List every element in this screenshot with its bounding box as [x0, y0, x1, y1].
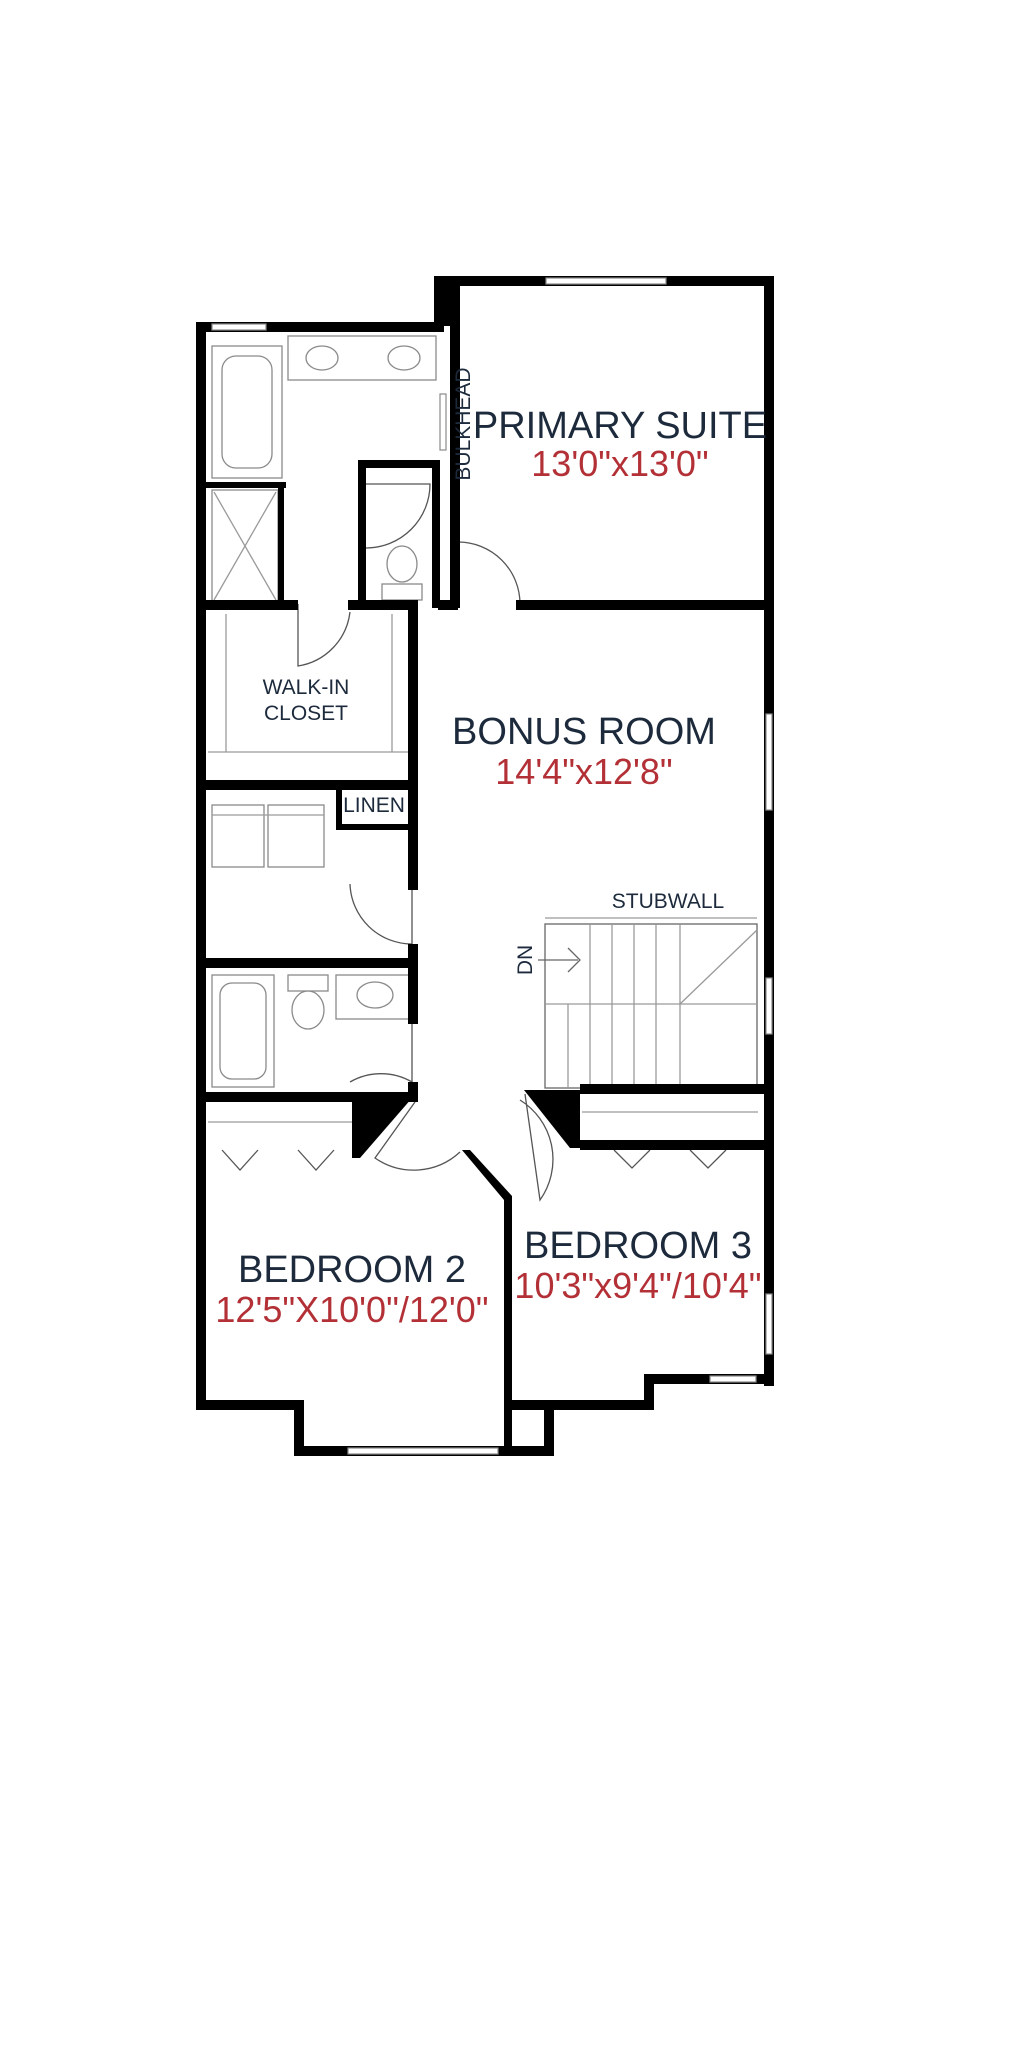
bedroom-3-closet-door-left — [613, 1149, 651, 1169]
bedroom-3-name: BEDROOM 3 — [524, 1225, 752, 1267]
bedroom-3-bottom-right-wall — [644, 1374, 774, 1384]
exterior-left-wall — [196, 322, 206, 1410]
stair-winder — [679, 929, 758, 1005]
window-primary-suite — [545, 277, 667, 285]
toilet-room-top-wall — [358, 460, 440, 468]
vanity-sink-left — [305, 345, 339, 371]
bonus-room-dimensions: 14'4"x12'8" — [495, 751, 672, 792]
windows — [211, 277, 773, 1455]
bedroom-2-bottom-wall-left — [196, 1400, 304, 1410]
window-bedroom-2 — [347, 1447, 499, 1455]
bath-bottom-wall — [206, 1092, 418, 1102]
laundry-door — [349, 883, 413, 945]
ensuite-toilet-bowl — [386, 545, 418, 583]
linen-wall — [336, 790, 342, 830]
bath-right-wall-low — [408, 1082, 418, 1098]
bedroom-2-closet-door-right — [297, 1149, 335, 1171]
exterior-right-wall — [764, 276, 774, 1386]
bulkhead-label: BULKHEAD — [452, 367, 475, 480]
linen-label: LINEN — [343, 794, 405, 817]
toilet-room-left-wall — [358, 460, 366, 608]
bedroom-2-dimensions: 12'5"X10'0"/12'0" — [215, 1289, 488, 1330]
bedroom-3-closet-wall — [580, 1140, 774, 1150]
bay-left-wall — [294, 1400, 304, 1456]
primary-suite-left-wall — [450, 286, 460, 608]
primary-suite-left-wall-top — [434, 276, 444, 330]
bedroom-2-closet-wedge — [352, 1098, 412, 1158]
window-stairs — [765, 977, 773, 1035]
bedroom-2-closet-door-left — [221, 1149, 259, 1171]
ensuite-bathtub-basin — [221, 355, 273, 469]
dryer — [267, 804, 325, 868]
primary-door-jamb — [438, 600, 458, 610]
shower-right-wall — [278, 482, 284, 606]
ensuite-top-wall — [196, 322, 444, 332]
window-bonus-room — [765, 713, 773, 811]
bedroom-3-dimensions: 10'3"x9'4"/10'4" — [514, 1265, 761, 1306]
toilet-room-right-wall — [432, 460, 440, 608]
vanity-sink-right — [387, 345, 421, 371]
primary-suite-door — [457, 541, 521, 605]
fixtures — [208, 335, 758, 1171]
main-bath-toilet-tank — [287, 974, 329, 992]
closet-door — [297, 604, 351, 667]
bedroom-3-jog-wall — [644, 1374, 654, 1410]
bedroom-2-door — [374, 1101, 461, 1171]
bedroom-2-name: BEDROOM 2 — [238, 1249, 466, 1291]
staircase — [538, 917, 758, 1089]
stair-arrow-head — [567, 947, 581, 973]
bay-right-wall — [544, 1400, 554, 1456]
main-bath-toilet-bowl — [291, 990, 325, 1030]
bedroom-3-top-wall — [580, 1084, 774, 1094]
main-bath-sink — [356, 981, 394, 1009]
closet-bottom-wall — [206, 780, 418, 790]
staircase-outline — [544, 923, 758, 1089]
primary-suite-bottom-wall — [516, 600, 774, 610]
ensuite-toilet-tank — [381, 583, 423, 601]
bedroom-3-door — [519, 1093, 554, 1202]
washer — [211, 804, 265, 868]
tub-shower-divider — [206, 482, 286, 488]
walk-in-closet-label-line1: WALK-IN — [263, 676, 350, 699]
main-bath-door — [349, 1022, 413, 1084]
bedroom-3-closet-wedge — [524, 1090, 580, 1148]
window-bedroom-3 — [709, 1375, 757, 1383]
closet-top-wall-right — [348, 600, 418, 610]
window-ensuite — [211, 323, 267, 331]
ensuite-toilet-door — [365, 483, 431, 549]
stairs-down-label: DN — [514, 945, 537, 975]
primary-suite-corner — [440, 276, 450, 326]
bath-right-wall — [408, 944, 418, 1024]
bulkhead-opening — [439, 393, 447, 451]
walls — [196, 276, 774, 1456]
bonus-room-name: BONUS ROOM — [452, 711, 716, 753]
bedroom-3-bottom-wall — [504, 1400, 654, 1410]
closet-right-wall — [408, 600, 418, 890]
window-bedroom-3-side — [765, 1293, 773, 1355]
primary-suite-name: PRIMARY SUITE — [473, 405, 767, 447]
linen-bottom-wall — [336, 824, 416, 830]
bedroom-2-right-wall — [462, 1150, 512, 1450]
shower-line-2 — [213, 491, 277, 601]
main-bath-tub-basin — [219, 982, 267, 1080]
primary-suite-dimensions: 13'0"x13'0" — [531, 443, 708, 484]
laundry-bottom-wall — [206, 958, 418, 968]
walk-in-closet-label-line2: CLOSET — [264, 702, 348, 725]
bedroom-3-closet-door-right — [689, 1149, 727, 1169]
doors — [297, 483, 554, 1202]
closet-top-wall-left — [206, 600, 298, 610]
stubwall-label: STUBWALL — [612, 890, 724, 913]
labels: PRIMARY SUITE 13'0"x13'0" BONUS ROOM 14'… — [215, 367, 767, 1330]
